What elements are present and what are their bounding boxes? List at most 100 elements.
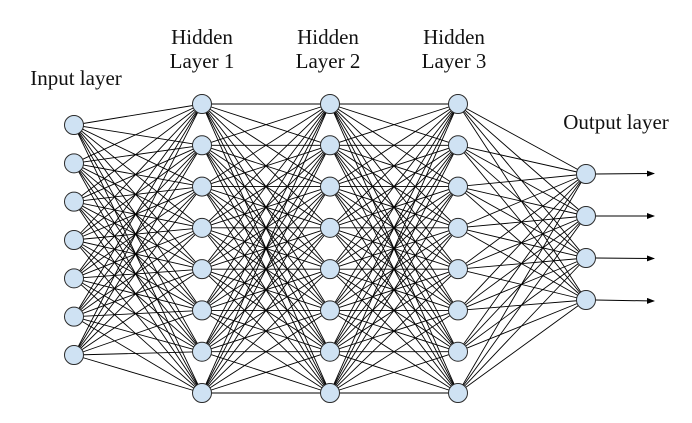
- connection-l0-1-to-l1-4: [73, 162, 203, 270]
- connection-l0-3-to-l1-2: [73, 186, 203, 241]
- connection-l1-7-to-l2-3: [201, 227, 331, 394]
- connection-l1-7-to-l2-6: [201, 351, 331, 394]
- connection-l0-4-to-l1-5: [73, 277, 203, 311]
- hidden3-neuron-6: [448, 300, 468, 321]
- connection-l1-7-to-l2-1: [201, 145, 331, 394]
- hidden3-neuron-2: [448, 135, 468, 156]
- connection-l1-2-to-l2-0: [201, 103, 331, 187]
- neurons-group: [64, 94, 596, 403]
- connections-group: [73, 103, 587, 394]
- input-layer-label-text: Input layer: [30, 66, 122, 90]
- connection-l0-4-to-l1-6: [73, 277, 203, 353]
- connection-l3-7-to-l4-2: [457, 257, 587, 394]
- hidden2-neuron-5: [320, 259, 340, 280]
- hidden-layer-1-label: Hidden Layer 1: [150, 25, 254, 73]
- connection-l0-2-to-l1-3: [73, 201, 203, 229]
- connection-l1-7-to-l2-2: [201, 186, 331, 394]
- input-neuron-2: [64, 153, 84, 174]
- hidden1-neuron-8: [192, 383, 212, 403]
- connection-l3-0-to-l4-0: [457, 103, 587, 175]
- connection-l3-5-to-l4-0: [457, 173, 587, 311]
- hidden-layer-1-label-line1: Hidden: [171, 25, 233, 49]
- connection-l0-0-to-l1-6: [73, 124, 203, 352]
- connection-l0-6-to-l1-3: [73, 227, 203, 356]
- hidden2-neuron-6: [320, 300, 340, 321]
- input-neuron-5: [64, 268, 84, 289]
- hidden1-neuron-4: [192, 217, 212, 238]
- connection-l0-3-to-l1-5: [73, 239, 203, 311]
- hidden3-neuron-7: [448, 341, 468, 362]
- connection-l0-5-to-l1-6: [73, 316, 203, 353]
- input-neuron-7: [64, 345, 84, 365]
- hidden3-neuron-8: [448, 383, 468, 403]
- hidden1-neuron-7: [192, 341, 212, 362]
- input-neuron-3: [64, 191, 84, 212]
- connection-l1-4-to-l2-0: [201, 103, 331, 270]
- connection-l1-7-to-l2-0: [201, 103, 331, 394]
- connection-l2-7-to-l3-2: [329, 186, 459, 394]
- connection-l1-5-to-l2-0: [201, 103, 331, 311]
- connection-l1-1-to-l2-0: [201, 103, 331, 146]
- connection-l3-3-to-l4-0: [457, 173, 587, 229]
- connection-l0-0-to-l1-0: [73, 103, 203, 126]
- connection-l1-7-to-l2-4: [201, 268, 331, 394]
- connection-l0-2-to-l1-2: [73, 186, 203, 203]
- connection-l0-4-to-l1-1: [73, 144, 203, 279]
- output-layer-label-text: Output layer: [563, 110, 669, 134]
- connection-l0-6-to-l1-2: [73, 186, 203, 356]
- connection-l2-5-to-l3-0: [329, 103, 459, 311]
- connection-l0-4-to-l1-7: [73, 277, 203, 394]
- connection-l0-5-to-l1-3: [73, 227, 203, 318]
- connection-l0-4-to-l1-4: [73, 268, 203, 279]
- connection-l0-6-to-l1-1: [73, 145, 203, 356]
- connection-l0-3-to-l1-7: [73, 239, 203, 394]
- connection-l0-0-to-l1-5: [73, 124, 203, 311]
- connection-l2-7-to-l3-0: [329, 103, 459, 394]
- hidden2-neuron-4: [320, 217, 340, 238]
- output-neuron-2: [576, 206, 596, 226]
- connection-l0-5-to-l1-0: [73, 103, 203, 317]
- connection-l0-4-to-l1-2: [73, 186, 203, 279]
- connection-l0-6-to-l1-5: [73, 310, 203, 356]
- connection-l0-0-to-l1-3: [73, 124, 203, 229]
- connection-l0-3-to-l1-6: [73, 239, 203, 353]
- connection-l2-7-to-l3-3: [329, 227, 459, 394]
- connection-l0-5-to-l1-1: [73, 145, 203, 317]
- input-neuron-1: [64, 115, 84, 135]
- output-arrow-3: [595, 255, 655, 262]
- connection-l0-0-to-l1-2: [73, 124, 203, 187]
- connection-l0-3-to-l1-0: [73, 103, 203, 241]
- connection-l3-7-to-l4-0: [457, 173, 587, 394]
- connection-l3-4-to-l4-0: [457, 173, 587, 270]
- connection-l0-5-to-l1-4: [73, 268, 203, 318]
- input-neuron-6: [64, 306, 84, 327]
- connection-l0-2-to-l1-5: [73, 201, 203, 311]
- hidden-layer-3-label: Hidden Layer 3: [402, 25, 506, 73]
- hidden1-neuron-5: [192, 259, 212, 280]
- connection-l1-6-to-l2-0: [201, 103, 331, 352]
- hidden-layer-2-label-line2: Layer 2: [295, 49, 361, 73]
- connection-l1-3-to-l2-0: [201, 103, 331, 229]
- connection-l0-2-to-l1-4: [73, 201, 203, 270]
- output-neuron-3: [576, 248, 596, 268]
- input-neuron-4: [64, 230, 84, 250]
- connection-l3-6-to-l4-0: [457, 173, 587, 352]
- connection-l0-2-to-l1-1: [73, 144, 203, 203]
- output-layer-label: Output layer: [548, 110, 684, 134]
- connection-l0-5-to-l1-5: [73, 309, 203, 318]
- connection-l0-6-to-l1-0: [73, 103, 203, 356]
- connection-l0-2-to-l1-0: [73, 103, 203, 203]
- hidden-layer-2-label-line1: Hidden: [297, 25, 359, 49]
- hidden1-neuron-6: [192, 300, 212, 321]
- hidden2-neuron-2: [320, 135, 340, 156]
- connection-l0-2-to-l1-7: [73, 201, 203, 394]
- connection-l0-4-to-l1-3: [73, 227, 203, 279]
- connection-l2-7-to-l3-1: [329, 145, 459, 394]
- output-neuron-1: [576, 164, 596, 184]
- connection-l2-7-to-l3-4: [329, 268, 459, 394]
- connection-l2-6-to-l3-0: [329, 103, 459, 352]
- hidden3-neuron-3: [448, 176, 468, 197]
- hidden1-neuron-1: [192, 94, 212, 114]
- hidden3-neuron-4: [448, 217, 468, 238]
